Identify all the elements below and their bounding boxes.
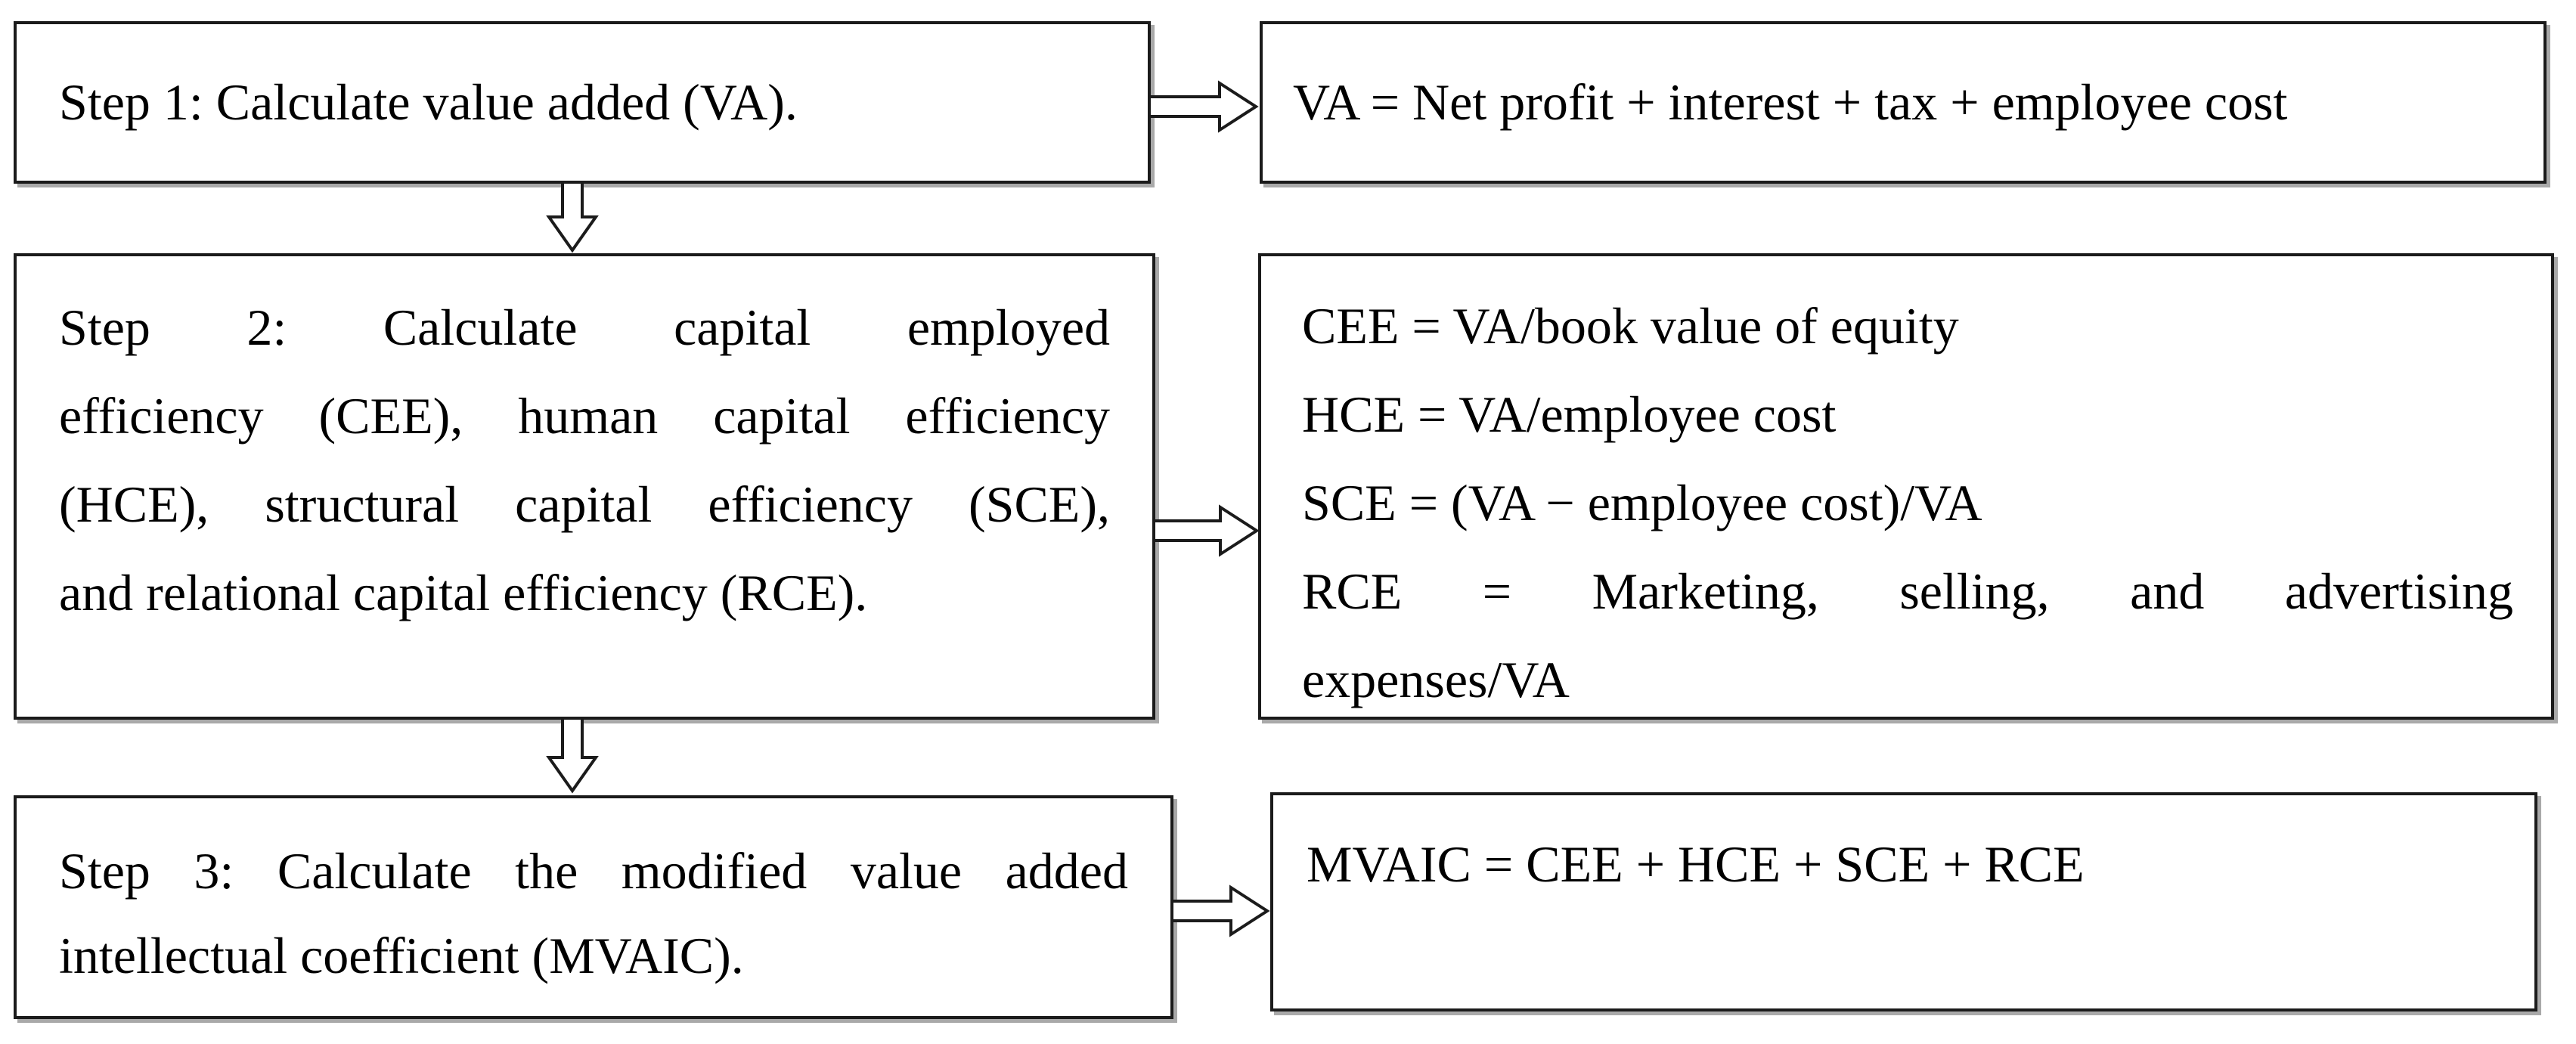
- hce-formula-text: HCE = VA/employee cost: [1302, 386, 1837, 443]
- step3-text-line1: Step 3: Calculate the modified value add…: [59, 842, 1128, 900]
- sce-formula-text: SCE = (VA − employee cost)/VA: [1302, 474, 1982, 531]
- rce-formula-text-line1: RCE = Marketing, selling, and advertisin…: [1302, 562, 2513, 620]
- step2-text-line4: and relational capital efficiency (RCE).: [59, 564, 868, 621]
- step3-text-line2: intellectual coefficient (MVAIC).: [59, 927, 744, 984]
- down-arrow-step1-to-step2: [546, 184, 599, 253]
- step1-formula-box: VA = Net profit + interest + tax + emplo…: [1260, 21, 2547, 184]
- step2-formula-box: CEE = VA/book value of equity HCE = VA/e…: [1258, 253, 2554, 720]
- cee-formula-text: CEE = VA/book value of equity: [1302, 297, 1959, 355]
- step1-box: Step 1: Calculate value added (VA).: [14, 21, 1151, 184]
- step2-text-line1: Step 2: Calculate capital employed: [59, 299, 1110, 356]
- mvaic-formula-text: MVAIC = CEE + HCE + SCE + RCE: [1307, 835, 2085, 893]
- step3-formula-box: MVAIC = CEE + HCE + SCE + RCE: [1270, 792, 2537, 1011]
- rce-formula-text-line2: expenses/VA: [1302, 651, 1570, 708]
- down-arrow-step2-to-step3: [546, 720, 599, 794]
- step2-text-line2: efficiency (CEE), human capital efficien…: [59, 387, 1110, 445]
- step3-box: Step 3: Calculate the modified value add…: [14, 795, 1173, 1019]
- right-arrow-step2-to-formula: [1155, 504, 1260, 557]
- right-arrow-step3-to-formula: [1173, 884, 1270, 937]
- step2-box: Step 2: Calculate capital employed effic…: [14, 253, 1155, 720]
- step2-text-line3: (HCE), structural capital efficiency (SC…: [59, 476, 1110, 533]
- step1-text: Step 1: Calculate value added (VA).: [59, 73, 798, 131]
- va-formula-text: VA = Net profit + interest + tax + emplo…: [1293, 73, 2288, 131]
- right-arrow-step1-to-formula: [1151, 80, 1259, 133]
